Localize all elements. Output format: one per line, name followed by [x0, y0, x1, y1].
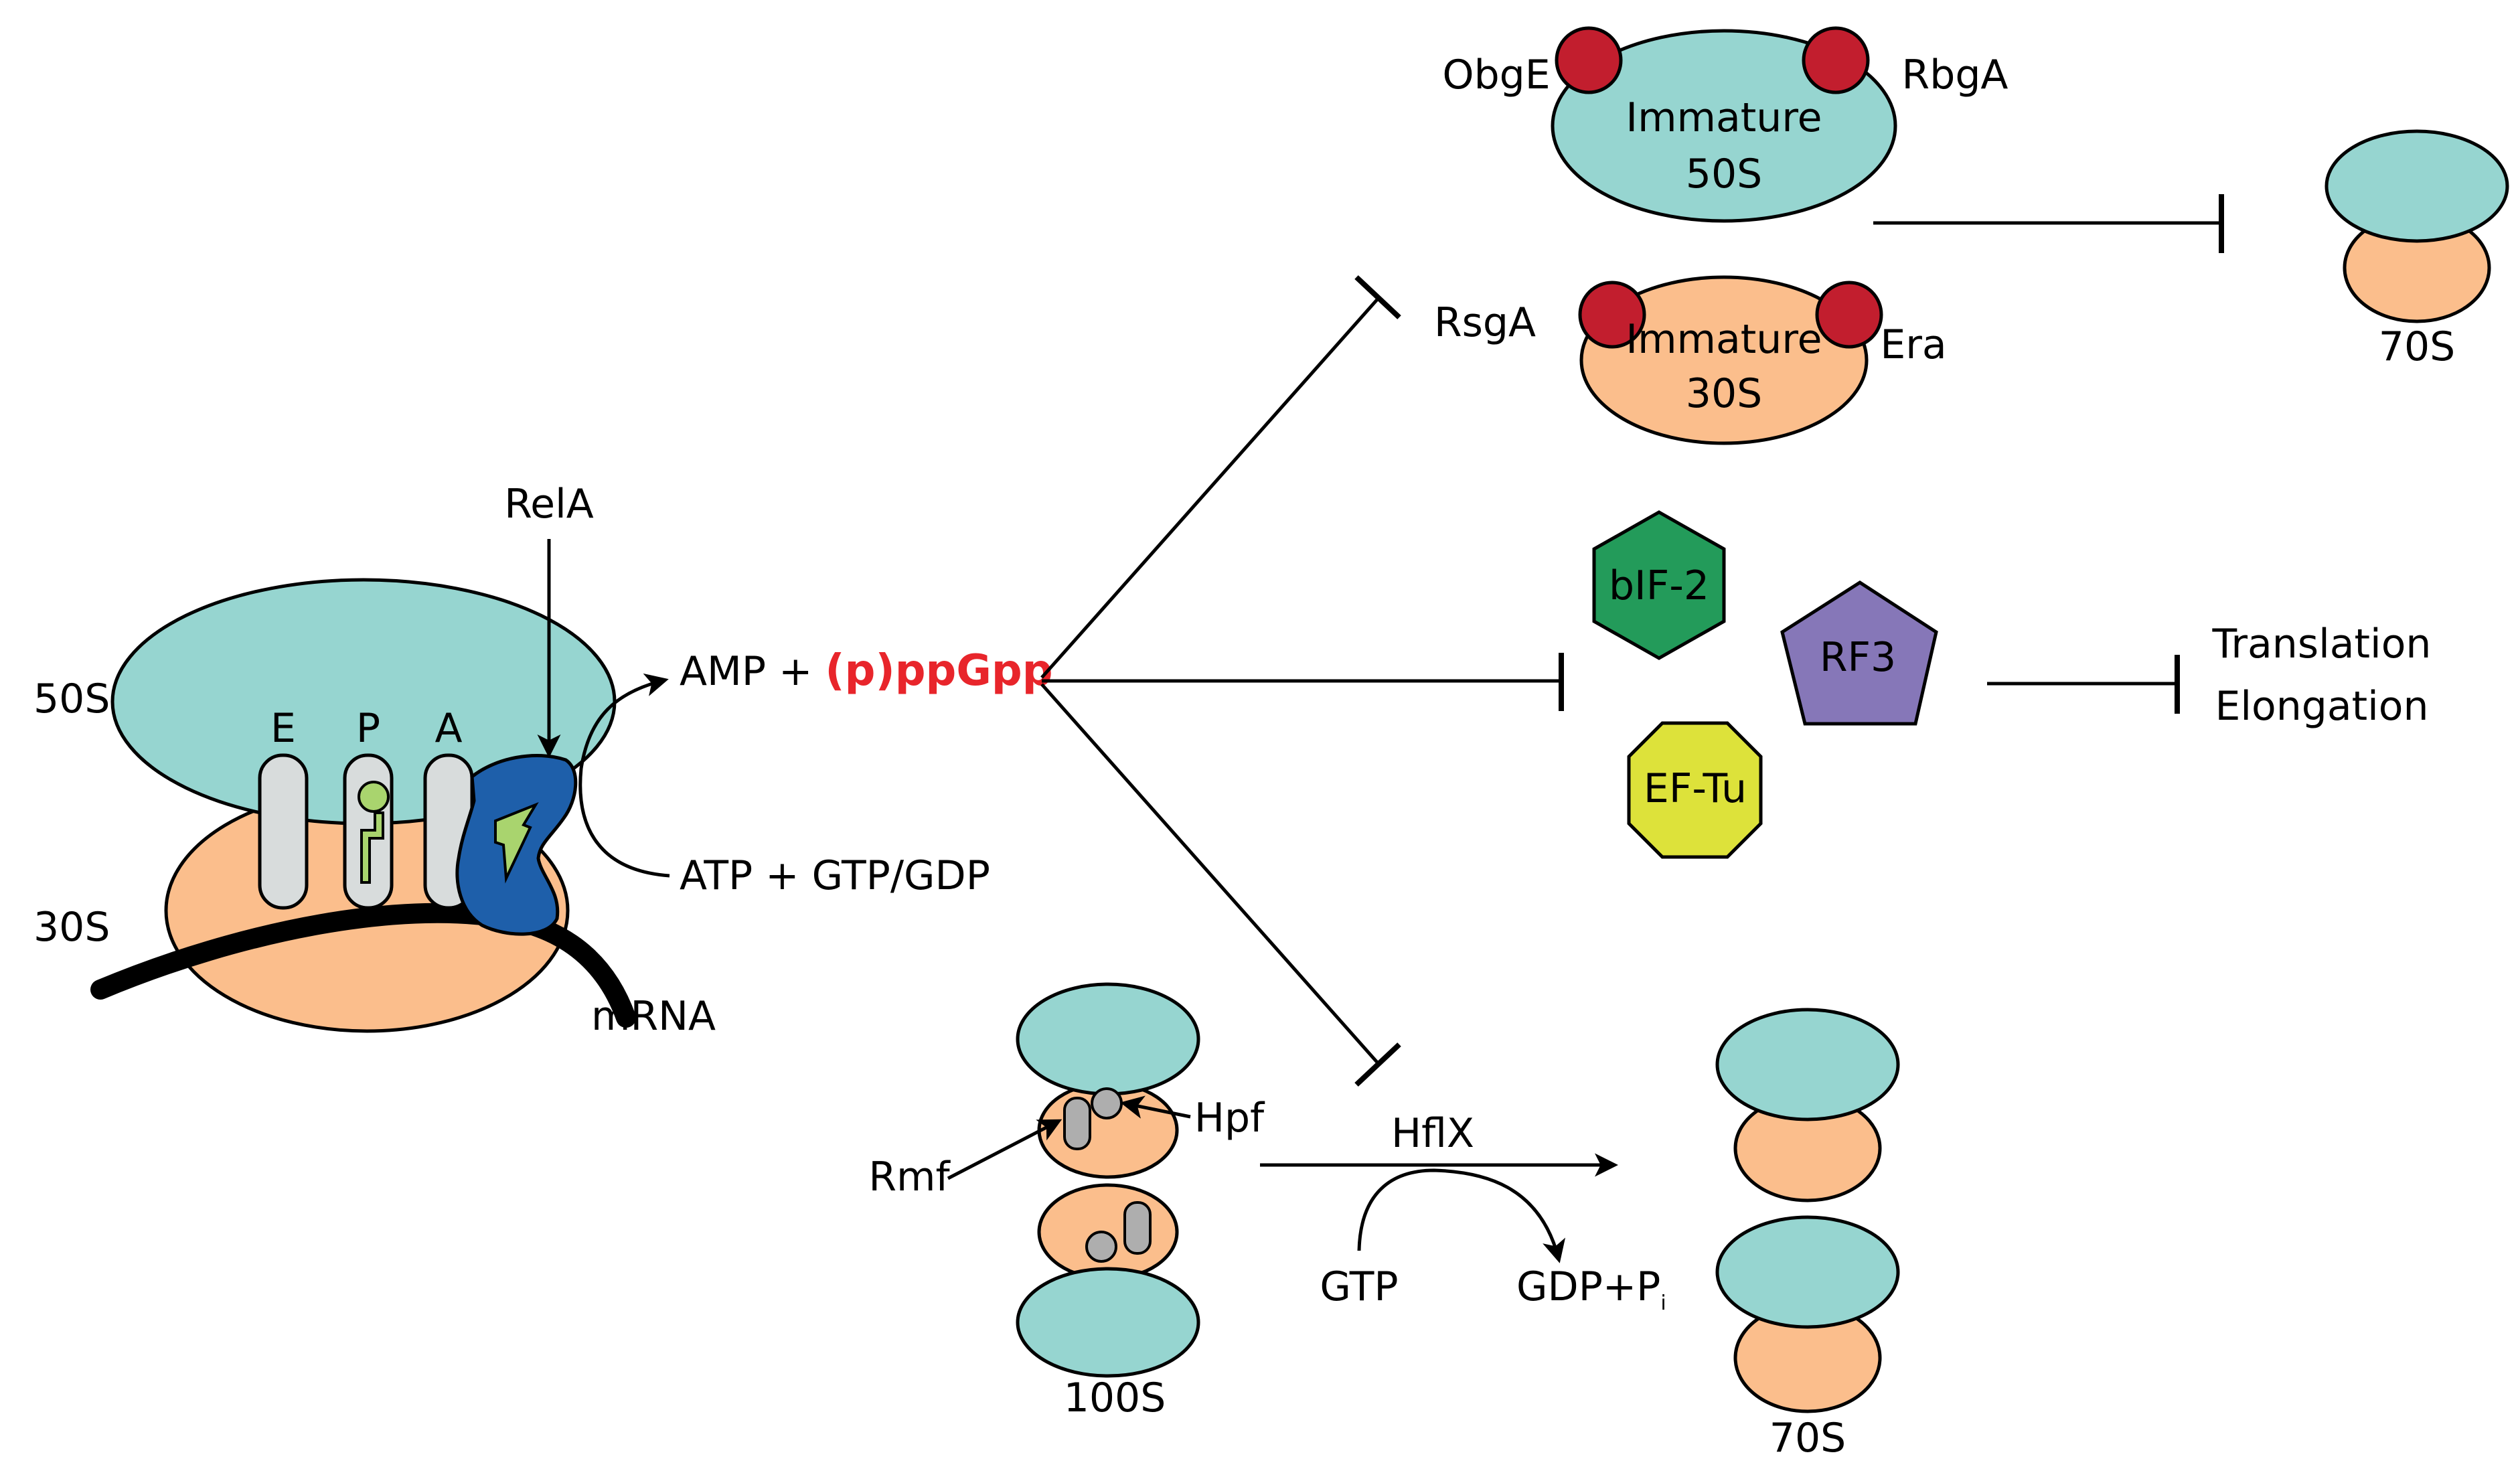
rmf-label: Rmf	[868, 1154, 951, 1200]
rmf-protein-lower	[1123, 1201, 1152, 1255]
gtp-label: GTP	[1320, 1263, 1398, 1310]
rmf-protein-upper	[1063, 1097, 1091, 1150]
rbga-label: RbgA	[1902, 52, 2009, 98]
immature-50s-label-line1: Immature	[1626, 94, 1822, 141]
hibernation-30s-lower	[1037, 1183, 1179, 1281]
site-a-label: A	[435, 705, 462, 752]
site-p-label: P	[356, 705, 380, 752]
amp-label: AMP +	[680, 648, 825, 695]
translation-outcome-line1: Translation	[2212, 621, 2432, 668]
era-gtpase-icon	[1815, 281, 1883, 349]
rmf-pointer-arrow	[947, 1119, 1062, 1180]
hpf-label: Hpf	[1194, 1095, 1265, 1142]
assembly-70s-label: 70S	[2379, 323, 2455, 370]
translation-outcome-line2: Elongation	[2215, 683, 2428, 730]
rbga-gtpase-icon	[1802, 26, 1870, 94]
hibernation-50s-lower	[1016, 1267, 1200, 1378]
gdp-pi-label: GDP+Pi	[1516, 1263, 1666, 1315]
site-e-label: E	[270, 705, 296, 752]
rela-products: AMP + (p)ppGpp	[680, 646, 1053, 696]
released-70s-lower-large	[1715, 1215, 1900, 1329]
mrna-label: mRNA	[591, 993, 716, 1040]
rf3-label: RF3	[1820, 634, 1896, 681]
stalled-ribosome	[90, 578, 636, 1033]
immature-30s-label-line2: 30S	[1686, 370, 1762, 417]
p-site-ligand-tail-icon	[360, 811, 384, 884]
label-30s: 30S	[33, 904, 110, 951]
obge-label: ObgE	[1442, 52, 1550, 98]
gdp-pi-text: GDP+P	[1516, 1263, 1660, 1310]
rela-bound-trna-icon	[494, 801, 539, 884]
inhibit-bar-assembly	[1354, 275, 1401, 319]
rela-reaction-arrow	[578, 673, 670, 878]
p-site-ligand-icon	[358, 781, 390, 813]
immature-50s-label-line2: 50S	[1686, 151, 1762, 198]
hibernation-70s-label: 70S	[1769, 1415, 1846, 1462]
eftu-octagon-icon	[1627, 721, 1763, 859]
immature-30s-subunit	[1579, 275, 1869, 445]
label-50s: 50S	[33, 676, 110, 722]
era-label: Era	[1880, 321, 1946, 368]
bif2-hexagon-icon	[1592, 510, 1726, 660]
hpf-pointer-arrow	[1120, 1095, 1191, 1119]
rf3-pentagon-icon	[1780, 580, 1938, 726]
inhibit-bar-hflx	[1354, 1042, 1401, 1087]
hpf-protein-lower	[1085, 1231, 1117, 1263]
ppgpp-label: (p)ppGpp	[825, 646, 1052, 696]
rsga-label: RsgA	[1434, 299, 1536, 346]
inhibit-line-hflx	[1040, 683, 1381, 1066]
released-70s-upper-large	[1715, 1008, 1900, 1121]
hflx-label: HflX	[1391, 1110, 1474, 1157]
rsga-gtpase-icon	[1578, 281, 1646, 349]
trna-e-site	[258, 753, 309, 910]
label-100s: 100S	[1064, 1375, 1166, 1421]
gtp-hydrolysis-arrow	[1357, 1168, 1566, 1263]
rela-substrates: ATP + GTP/GDP	[680, 852, 990, 899]
mrna-strand	[90, 903, 636, 1028]
gdp-pi-subscript: i	[1660, 1292, 1666, 1315]
obge-gtpase-icon	[1555, 26, 1623, 94]
mature-70s-large-subunit	[2325, 129, 2509, 243]
eftu-label: EF-Tu	[1644, 765, 1747, 812]
immature-30s-label-line1: Immature	[1626, 316, 1822, 363]
rela-label: RelA	[504, 481, 594, 528]
inhibit-line-assembly	[1040, 296, 1381, 679]
hibernation-50s-upper	[1016, 982, 1200, 1096]
hpf-protein-upper	[1091, 1087, 1123, 1119]
bif2-label: bIF-2	[1609, 562, 1709, 609]
